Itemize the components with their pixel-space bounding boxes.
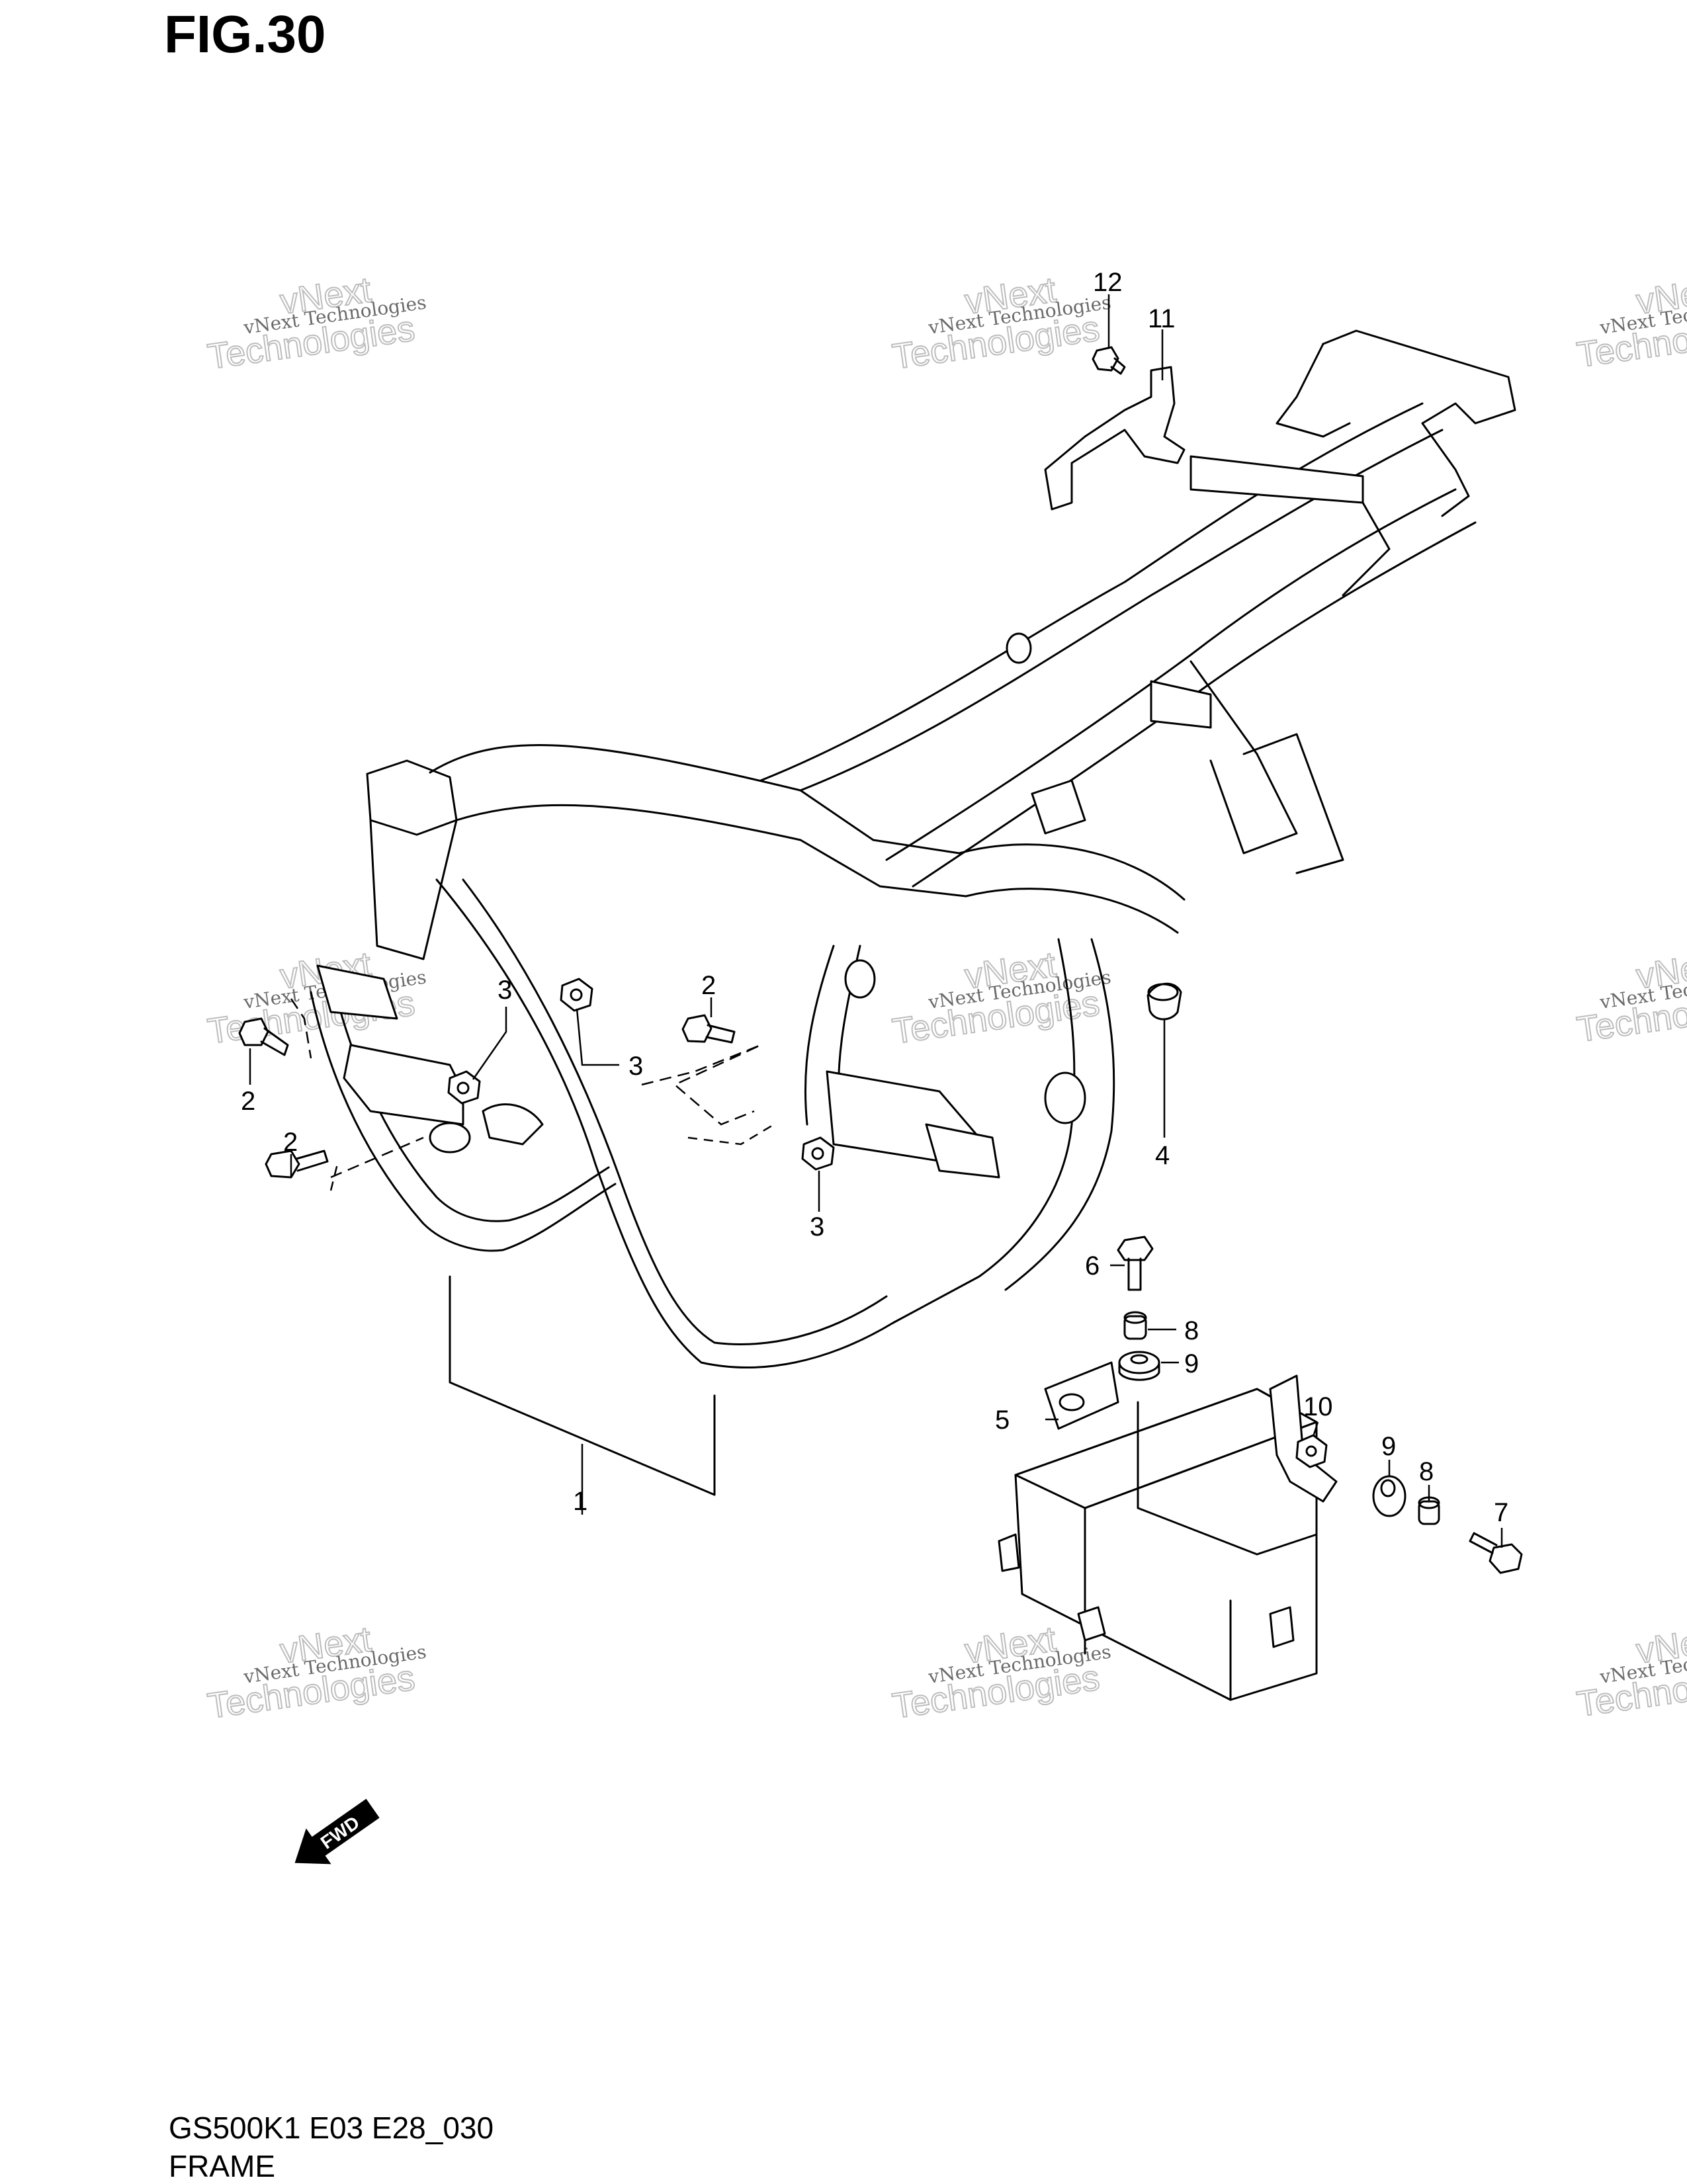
steering-head	[366, 759, 458, 836]
callout-2: 2	[241, 1087, 255, 1116]
collar-icon	[1123, 1311, 1147, 1340]
motorcycle-frame	[310, 329, 1516, 1368]
top-beam	[429, 744, 1186, 901]
callout-1: 1	[573, 1487, 587, 1516]
bolt-icon	[1469, 1532, 1523, 1574]
callout-labels: 1 2 2 2 3 3 3 4 5 6 7 8 8 9 9 10 11 12	[241, 268, 1508, 1527]
callout-6: 6	[1085, 1251, 1100, 1281]
bolt-icon	[1117, 1236, 1154, 1291]
callout-11: 11	[1148, 304, 1176, 333]
nut-icon	[447, 1070, 481, 1105]
callout-7: 7	[1494, 1498, 1508, 1527]
watermarks: Technologies vNext vNext Technologies Te…	[204, 269, 1687, 1727]
down-tube-left	[435, 878, 894, 1368]
callout-10: 10	[1303, 1392, 1333, 1421]
grommet-icon	[1146, 982, 1182, 1021]
grommet-icon	[1118, 1351, 1160, 1381]
callout-4: 4	[1155, 1141, 1170, 1170]
fwd-arrow-icon: FWD	[294, 1798, 380, 1865]
dashed-indicators	[290, 998, 775, 1191]
watermark: Technologies vNext vNext Technologies	[1574, 944, 1687, 1050]
seat-bracket	[1044, 366, 1186, 511]
battery-fasteners	[1117, 1236, 1523, 1574]
callout-12: 12	[1093, 268, 1123, 297]
figure-title: FIG.30	[164, 5, 326, 63]
part-name: FRAME	[169, 2149, 275, 2183]
grommet-icon	[1372, 1475, 1406, 1517]
tail-bracket	[1190, 455, 1364, 504]
bolt-icon	[1092, 346, 1126, 375]
callout-8: 8	[1419, 1457, 1434, 1486]
callout-5: 5	[995, 1406, 1010, 1435]
battery-box-tab	[1269, 1374, 1338, 1503]
watermark: Technologies vNext vNext Technologies	[204, 1618, 427, 1727]
callout-8: 8	[1184, 1316, 1199, 1345]
callout-3: 3	[628, 1052, 643, 1081]
callout-3: 3	[497, 976, 512, 1005]
model-code: GS500K1 E03 E28_030	[169, 2111, 494, 2145]
nut-icon	[560, 978, 593, 1012]
engine-mount-plate	[343, 1044, 464, 1126]
bolt-icon	[681, 1014, 736, 1044]
callout-9: 9	[1184, 1349, 1199, 1378]
leader-lines	[249, 294, 1503, 1548]
watermark: Technologies vNext vNext Technologies	[1574, 1618, 1687, 1725]
bolt-icon	[238, 1017, 289, 1056]
nut-icon	[801, 1136, 835, 1171]
battery-box	[998, 1361, 1338, 1701]
watermark: Technologies vNext vNext Technologies	[889, 944, 1112, 1052]
watermark: Technologies vNext vNext Technologies	[204, 944, 427, 1052]
watermark: Technologies vNext vNext Technologies	[204, 269, 427, 378]
watermark: Technologies vNext vNext Technologies	[1574, 269, 1687, 376]
callout-2: 2	[701, 971, 716, 1000]
callout-2: 2	[283, 1128, 298, 1157]
watermark: Technologies vNext vNext Technologies	[889, 269, 1112, 378]
callout-3: 3	[810, 1212, 824, 1241]
callout-9: 9	[1381, 1432, 1396, 1461]
frame-label-tag	[449, 1275, 716, 1496]
battery-box-tab	[1044, 1361, 1119, 1430]
